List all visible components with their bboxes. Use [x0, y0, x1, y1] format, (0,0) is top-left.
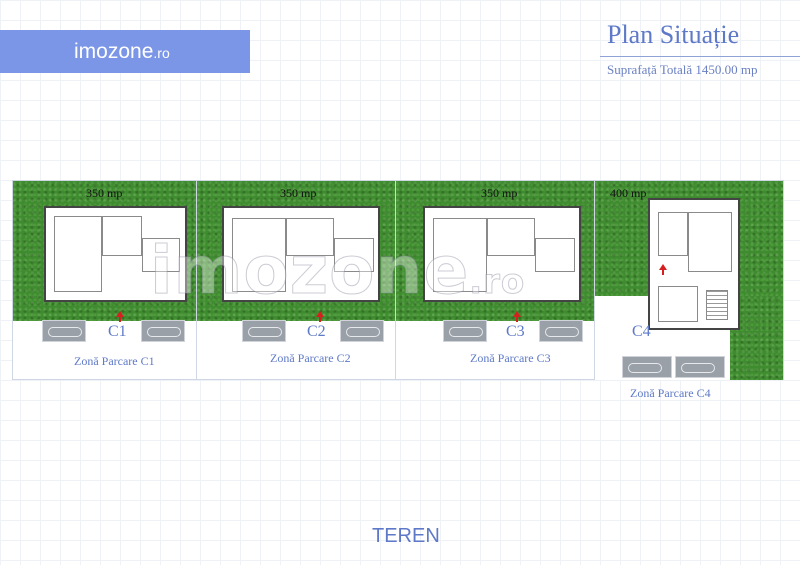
car-icon — [48, 327, 82, 337]
parking-spot — [539, 320, 583, 342]
plan-title: Plan Situație — [607, 20, 740, 49]
room — [286, 218, 334, 256]
car-icon — [449, 327, 483, 337]
car-icon — [545, 327, 579, 337]
house-c2-floorplan — [222, 206, 380, 302]
lot-c1-area: 350 mp — [86, 186, 123, 200]
room — [658, 286, 698, 322]
car-icon — [628, 363, 662, 373]
unit-label-c4: C4 — [632, 323, 651, 340]
entry-arrow-icon — [116, 311, 124, 322]
unit-label-c2: C2 — [307, 323, 326, 340]
car-icon — [346, 327, 380, 337]
house-c1-floorplan — [44, 206, 187, 302]
parking-spot — [675, 356, 725, 378]
room — [102, 216, 142, 256]
plan-subtitle: Suprafață Totală 1450.00 mp — [607, 62, 758, 77]
room — [142, 238, 180, 272]
room — [487, 218, 535, 256]
lot-divider — [395, 180, 396, 380]
lot-divider — [594, 180, 595, 380]
entry-arrow-icon — [659, 264, 667, 275]
parking-spot — [42, 320, 86, 342]
lot-c4-area: 400 mp — [610, 186, 647, 200]
staircase — [706, 290, 728, 320]
entry-arrow-icon — [513, 311, 521, 322]
lot-divider — [196, 180, 197, 380]
brand-banner: imozone.ro — [0, 30, 250, 73]
brand-name: imozone — [74, 40, 154, 63]
parking-spot — [242, 320, 286, 342]
lot-c2-area: 350 mp — [280, 186, 317, 200]
lot-c3-area: 350 mp — [481, 186, 518, 200]
room — [334, 238, 374, 272]
footer-label: TEREN — [372, 525, 440, 547]
car-icon — [248, 327, 282, 337]
parking-spot — [443, 320, 487, 342]
parking-zone-c4: Zonă Parcare C4 — [630, 386, 711, 400]
unit-label-c1: C1 — [108, 323, 127, 340]
brand-tld: .ro — [153, 45, 170, 61]
car-icon — [147, 327, 181, 337]
entry-arrow-icon — [316, 311, 324, 322]
parking-spot — [340, 320, 384, 342]
parking-zone-c2: Zonă Parcare C2 — [270, 351, 351, 365]
room — [433, 218, 487, 292]
parking-spot — [622, 356, 672, 378]
room — [54, 216, 102, 292]
parking-zone-c1: Zonă Parcare C1 — [74, 354, 155, 368]
unit-label-c3: C3 — [506, 323, 525, 340]
parking-spot — [141, 320, 185, 342]
room — [232, 218, 286, 292]
room — [535, 238, 575, 272]
parking-zone-c3: Zonă Parcare C3 — [470, 351, 551, 365]
car-icon — [681, 363, 715, 373]
title-divider — [600, 56, 800, 57]
room — [658, 212, 688, 256]
house-c3-floorplan — [423, 206, 581, 302]
room — [688, 212, 732, 272]
